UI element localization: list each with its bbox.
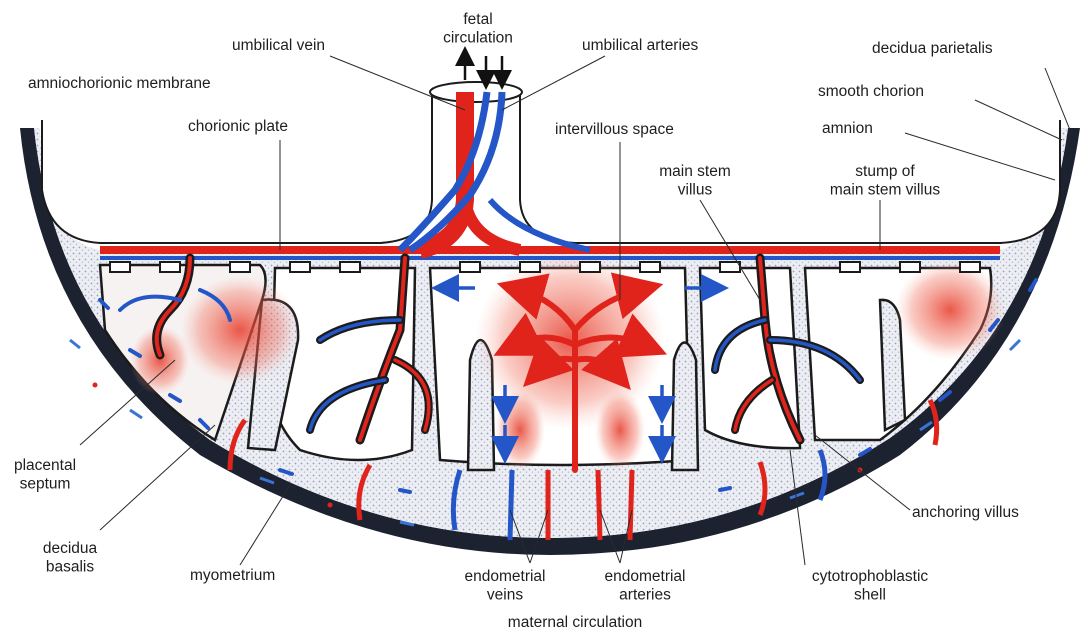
label-umbilical-vein: umbilical vein [232, 37, 325, 54]
label-maternal-circulation: maternal circulation [508, 614, 642, 631]
fetal-flow-arrows [465, 56, 502, 80]
label-decidua-parietalis: decidua parietalis [872, 40, 993, 57]
label-amnion: amnion [822, 120, 873, 137]
label-umbilical-arteries: umbilical arteries [582, 37, 699, 54]
label-chorionic-plate: chorionic plate [188, 118, 288, 135]
label-amniochorionic-membrane: amniochorionic membrane [28, 75, 211, 92]
label-anchoring-villus: anchoring villus [912, 504, 1019, 521]
label-myometrium: myometrium [190, 567, 275, 584]
label-intervillous-space: intervillous space [555, 121, 674, 138]
label-smooth-chorion: smooth chorion [818, 83, 924, 100]
